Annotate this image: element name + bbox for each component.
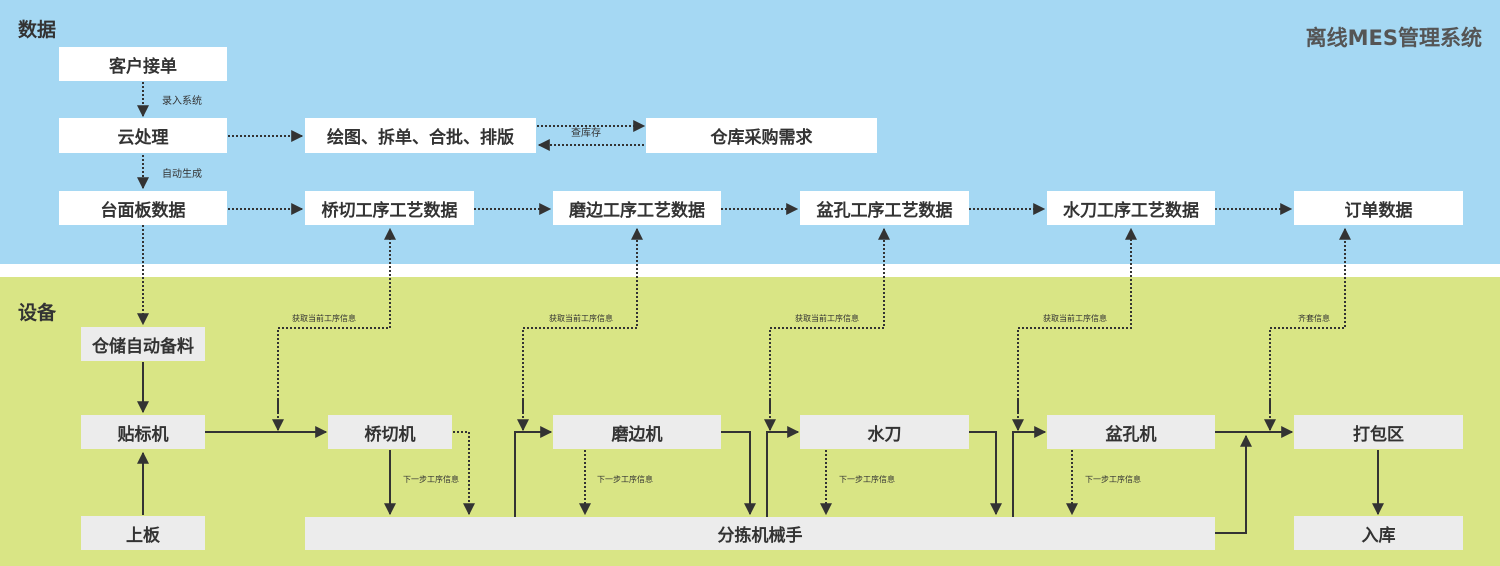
equipment-section-label: 设备 [18, 302, 57, 324]
solid-links [137, 362, 1384, 534]
bridge-saw-box: 桥切机 [328, 415, 452, 449]
dotted-links [137, 82, 1351, 516]
kit-info-label: 齐套信息 [1298, 314, 1330, 323]
labeler-box: 贴标机 [81, 415, 205, 449]
next-process-label: 下一步工序信息 [1085, 475, 1141, 484]
system-title: 离线MES管理系统 [1305, 26, 1482, 50]
auto-generate-label: 自动生成 [162, 169, 202, 180]
loading-box: 上板 [81, 516, 205, 550]
get-process-label: 获取当前工序信息 [292, 314, 356, 323]
sorting-robot-box: 分拣机械手 [305, 517, 1215, 550]
edge-grinder-box: 磨边机 [553, 415, 721, 449]
order-data-box: 订单数据 [1294, 191, 1463, 225]
order-intake-box: 客户接单 [59, 47, 227, 81]
bridge-cut-data-box: 桥切工序工艺数据 [305, 191, 474, 225]
enter-system-label: 录入系统 [162, 96, 202, 107]
next-process-label: 下一步工序信息 [597, 475, 653, 484]
check-stock-label: 查库存 [571, 128, 601, 139]
countertop-data-box: 台面板数据 [59, 191, 227, 225]
auto-stock-box: 仓储自动备料 [81, 327, 205, 361]
edge-grind-data-box: 磨边工序工艺数据 [553, 191, 721, 225]
drawing-split-batch-box: 绘图、拆单、合批、排版 [305, 118, 536, 153]
basin-hole-data-box: 盆孔工序工艺数据 [800, 191, 969, 225]
waterjet-data-box: 水刀工序工艺数据 [1047, 191, 1215, 225]
waterjet-box: 水刀 [800, 415, 969, 449]
data-section-label: 数据 [18, 19, 57, 41]
get-process-label: 获取当前工序信息 [1043, 314, 1107, 323]
get-process-label: 获取当前工序信息 [549, 314, 613, 323]
warehouse-purchase-box: 仓库采购需求 [646, 118, 877, 153]
packing-area-box: 打包区 [1294, 415, 1463, 449]
storage-in-box: 入库 [1294, 516, 1463, 550]
get-process-label: 获取当前工序信息 [795, 314, 859, 323]
next-process-label: 下一步工序信息 [403, 475, 459, 484]
cloud-processing-box: 云处理 [59, 118, 227, 153]
basin-machine-box: 盆孔机 [1047, 415, 1215, 449]
next-process-label: 下一步工序信息 [839, 475, 895, 484]
